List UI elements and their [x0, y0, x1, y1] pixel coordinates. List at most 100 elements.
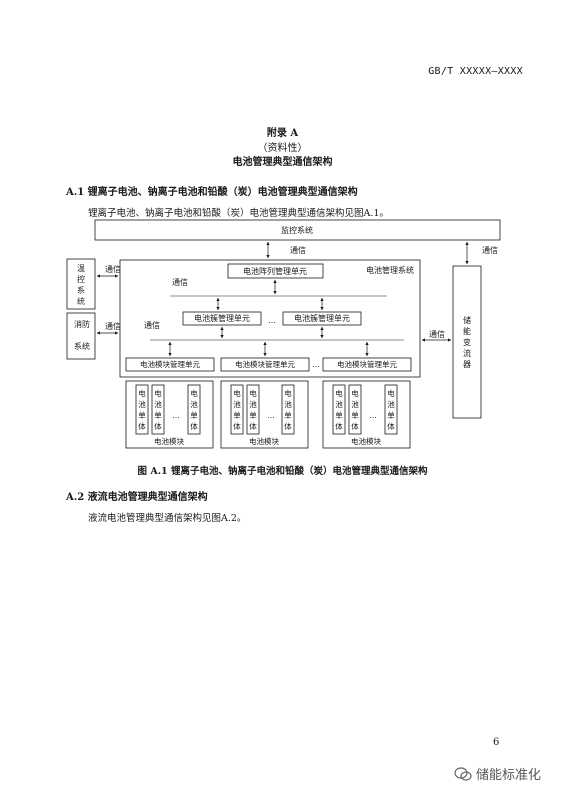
cluster-unit-box — [182, 311, 262, 326]
ellipsis: … — [172, 411, 180, 420]
cell-char: 池 — [154, 399, 162, 409]
battery-module-label: 电池模块 — [249, 436, 279, 446]
ellipsis: … — [369, 411, 377, 420]
cell-char: 池 — [387, 399, 395, 409]
cluster-unit-label: 电池簇管理单元 — [194, 313, 250, 323]
cell-char: 池 — [233, 399, 241, 409]
module-unit-box — [322, 357, 412, 372]
monitoring-system-label: 监控系统 — [281, 225, 313, 235]
cell-char: 体 — [233, 421, 241, 431]
pcs-char: 能 — [463, 326, 471, 336]
ellipsis: … — [267, 411, 275, 420]
fire-protection-char: 防 — [82, 319, 90, 329]
comm-label: 通信 — [105, 321, 121, 331]
comm-label: 通信 — [172, 277, 188, 287]
monitoring-system-box — [94, 219, 501, 241]
fire-protection-char: 系 — [74, 341, 82, 351]
annex-type: （资料性） — [257, 143, 308, 154]
cell-char: 池 — [335, 399, 343, 409]
annex-title: 附录 A — [266, 128, 299, 139]
cell-char: 单 — [387, 410, 395, 420]
watermark: 储能标准化 — [454, 764, 541, 783]
array-unit-box — [227, 263, 324, 279]
annex-name: 电池管理典型通信架构 — [232, 157, 333, 168]
cell-char: 单 — [351, 410, 359, 420]
module-unit-label: 电池模块管理单元 — [140, 359, 200, 369]
cell-char: 电 — [249, 388, 257, 398]
ellipsis: … — [268, 316, 276, 325]
battery-module-box — [322, 380, 411, 449]
figure-caption: 图 A.1 锂离子电池、钠离子电池和铅酸（炭）电池管理典型通信架构 — [137, 466, 428, 477]
module-unit-label: 电池模块管理单元 — [235, 359, 295, 369]
cell-char: 单 — [154, 410, 162, 420]
watermark-text: 储能标准化 — [476, 768, 542, 783]
cell-char: 单 — [335, 410, 343, 420]
temp-control-char: 温 — [77, 264, 85, 273]
section-a1-text: 锂离子电池、钠离子电池和铅酸（炭）电池管理典型通信架构见图A.1。 — [88, 208, 389, 219]
cell-char: 池 — [190, 399, 198, 409]
cell-char: 单 — [249, 410, 257, 420]
temp-control-char: 控 — [77, 274, 85, 284]
comm-label: 通信 — [290, 245, 306, 255]
cell-char: 电 — [190, 388, 198, 398]
array-unit-label: 电池阵列管理单元 — [243, 266, 307, 276]
bms-system-box — [119, 259, 421, 378]
cluster-unit-label: 电池簇管理单元 — [294, 313, 350, 323]
page-number: 6 — [493, 737, 500, 748]
cell-char: 体 — [249, 421, 257, 431]
pcs-char: 流 — [463, 348, 471, 358]
section-a2-text: 液流电池管理典型通信架构见图A.2。 — [88, 513, 247, 524]
module-unit-box — [125, 357, 215, 372]
comm-label: 通信 — [144, 320, 160, 330]
cell-char: 体 — [190, 421, 198, 431]
pcs-char: 变 — [463, 337, 471, 347]
cell-char: 电 — [138, 388, 146, 398]
battery-module-box — [125, 380, 214, 449]
battery-module-label: 电池模块 — [351, 436, 381, 446]
cell-char: 池 — [138, 399, 146, 409]
bms-system-label: 电池管理系统 — [366, 265, 414, 275]
cell-char: 电 — [233, 388, 241, 398]
section-a1-heading: A.1 锂离子电池、钠离子电池和铅酸（炭）电池管理典型通信架构 — [66, 187, 358, 198]
temp-control-char: 统 — [77, 296, 85, 306]
temp-control-box — [66, 258, 96, 310]
module-unit-label: 电池模块管理单元 — [337, 359, 397, 369]
cell-char: 池 — [249, 399, 257, 409]
cell-char: 电 — [387, 388, 395, 398]
cell-char: 单 — [284, 410, 292, 420]
fire-protection-char: 统 — [82, 341, 90, 351]
comm-label: 通信 — [482, 245, 498, 255]
comm-label: 通信 — [105, 264, 121, 274]
cell-char: 单 — [138, 410, 146, 420]
document-code: GB/T XXXXX—XXXX — [428, 66, 523, 77]
module-unit-box — [220, 357, 310, 372]
pcs-char: 器 — [463, 360, 471, 369]
cell-char: 电 — [284, 388, 292, 398]
cell-char: 体 — [387, 421, 395, 431]
cell-char: 电 — [335, 388, 343, 398]
cell-char: 体 — [138, 421, 146, 431]
cell-char: 单 — [190, 410, 198, 420]
cell-char: 电 — [154, 388, 162, 398]
fire-protection-char: 消 — [74, 319, 82, 329]
fire-protection-box — [66, 312, 96, 360]
battery-module-box — [220, 380, 309, 449]
cell-char: 体 — [154, 421, 162, 431]
pcs-char: 储 — [463, 315, 471, 325]
cell-char: 体 — [351, 421, 359, 431]
cluster-unit-box — [282, 311, 362, 326]
comm-label: 通信 — [429, 329, 445, 339]
cell-char: 电 — [351, 388, 359, 398]
cell-char: 体 — [284, 421, 292, 431]
wechat-icon — [454, 766, 472, 781]
pcs-box — [452, 265, 482, 419]
ellipsis: … — [312, 360, 320, 369]
cell-char: 池 — [284, 399, 292, 409]
cell-char: 池 — [351, 399, 359, 409]
cell-char: 单 — [233, 410, 241, 420]
battery-module-label: 电池模块 — [154, 436, 184, 446]
cell-char: 体 — [335, 421, 343, 431]
temp-control-char: 系 — [77, 285, 85, 295]
section-a2-heading: A.2 液流电池管理典型通信架构 — [66, 492, 208, 503]
